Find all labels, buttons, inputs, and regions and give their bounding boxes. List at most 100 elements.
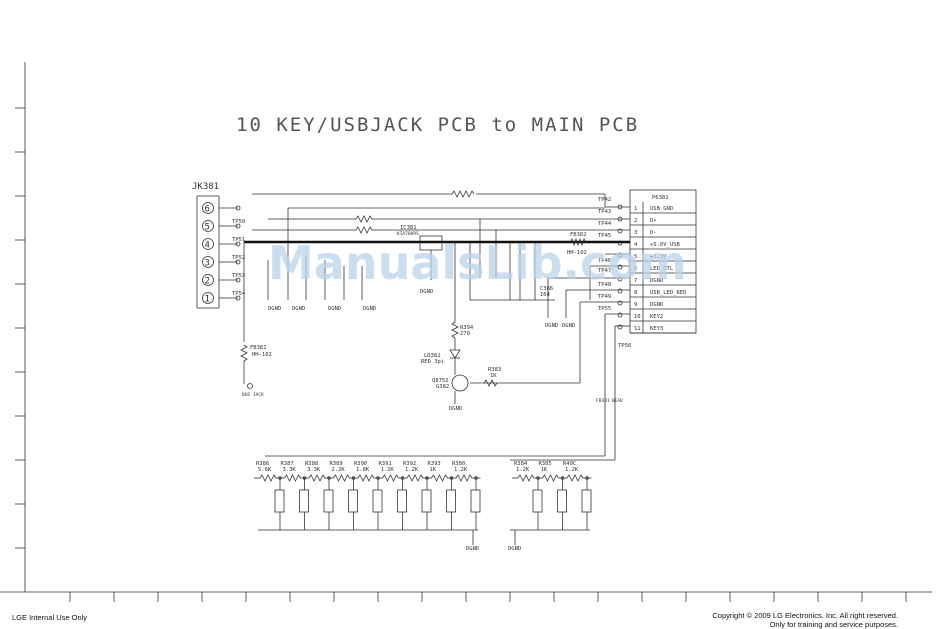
connector-pin-number: 5: [634, 254, 637, 260]
key-resistor-ref: R392: [403, 461, 416, 467]
jack-pin: [202, 238, 214, 250]
key-resistor: [431, 474, 448, 482]
key-resistor-value: 3.3K: [283, 467, 297, 473]
key-chain-left: R3865.6KR3873.3KR3883.3KR3892.2KR3901.8K…: [254, 461, 481, 530]
gnd-label-5: DGND: [420, 289, 433, 295]
connector-testpoint: TP48: [598, 282, 611, 288]
connector-pin-signal: USB_LED_RED: [650, 290, 686, 296]
connector-pin-signal: D+: [650, 218, 657, 224]
connector-pin-number: 2: [634, 218, 637, 224]
connector-testpoint: TP43: [598, 209, 611, 215]
key-switch: [274, 489, 285, 513]
key-switch: [348, 489, 358, 513]
bus-jack-label: BUS JACK: [242, 392, 264, 398]
fbk-value: BEAD: [612, 398, 623, 404]
key-resistor-value: 5.6K: [258, 467, 272, 473]
connector-pin-number: 10: [634, 314, 641, 320]
key-resistor-ref: R380: [452, 461, 465, 467]
led-label: LD382: [424, 353, 441, 359]
jack-pin: [202, 256, 214, 268]
key-resistor: [382, 474, 399, 482]
r383-value: 1K: [490, 373, 497, 379]
key-resistor: [308, 474, 326, 482]
key-resistor: [455, 474, 473, 482]
key-switch: [299, 489, 309, 513]
key-resistor-value: 1.2K: [454, 467, 468, 473]
r394-label: R394: [460, 325, 474, 331]
key-resistor: [406, 474, 424, 482]
key-resistor: [284, 474, 301, 482]
footer-internal-use: LGE Internal Use Only: [12, 613, 88, 622]
key-resistor-ref: R393: [428, 461, 441, 467]
jack-pin-number: 5: [205, 223, 210, 233]
connector-pin-number: 9: [634, 302, 637, 308]
gnd-label-keys-left: DGND: [466, 546, 479, 552]
gnd-label-4: DGND: [363, 306, 376, 312]
key-resistor-ref: R388: [305, 461, 318, 467]
fb381-label: FB381: [250, 345, 267, 351]
key-resistor-ref: R386: [256, 461, 269, 467]
ic381-part: KIA7809S: [397, 231, 419, 237]
key-resistor-ref: R385: [539, 461, 552, 467]
sheet-frame: [0, 62, 932, 602]
key-resistor-ref: R390: [354, 461, 367, 467]
gnd-label-1: DGND: [268, 306, 281, 312]
connector-pin-number: 6: [634, 266, 637, 272]
key-switch: [397, 489, 407, 513]
connector-pin-signal: +5.0V_USB: [650, 242, 680, 248]
connector-label: P6381: [652, 195, 669, 201]
key-resistor: [357, 474, 375, 482]
jack-pin-number: 6: [205, 205, 210, 215]
connector-pin-number: 8: [634, 290, 637, 296]
connector-pin-signal: DGND: [650, 278, 663, 284]
jack-pin: [202, 274, 214, 286]
connector-pin-number: 11: [634, 326, 641, 332]
jack-pin-number: 4: [205, 241, 210, 251]
key-switch: [557, 489, 567, 513]
connector-testpoint: TP45: [598, 233, 611, 239]
gnd-label-6: DGND: [545, 323, 558, 329]
footer-copyright-line1: Copyright © 2009 LG Electronics. Inc. Al…: [712, 611, 898, 620]
connector-pin-signal: KEY3: [650, 326, 663, 332]
connector-pin-number: 1: [634, 206, 637, 212]
connector-testpoint: TP56: [618, 343, 631, 349]
watermark: ManualsLib.com: [268, 236, 687, 290]
key-resistor-value: 3.3K: [307, 467, 321, 473]
r383-label: R383: [488, 367, 501, 373]
footer-copyright-line2: Only for training and service purposes.: [769, 620, 898, 629]
q-value: G382: [436, 384, 449, 390]
gnd-label-q: DGND: [449, 406, 462, 412]
key-resistor-value: 1K: [541, 467, 548, 473]
key-switch: [581, 489, 592, 513]
connector-pin-number: 3: [634, 230, 637, 236]
fb381-value: HH-102: [252, 352, 272, 358]
key-switch: [372, 489, 383, 513]
key-resistor: [333, 474, 350, 482]
connector-testpoint: TP47: [598, 268, 611, 274]
jack-pin-number: 2: [205, 277, 210, 287]
jack-pin-number: 3: [205, 259, 210, 269]
jack-testpoint: TP53: [232, 273, 245, 279]
c386-label: C386: [540, 286, 553, 292]
key-resistor-value: 1.2K: [381, 467, 395, 473]
key-resistor: [517, 474, 535, 482]
connector-pin-signal: LED_CTL: [650, 266, 674, 272]
key-resistor-ref: R387: [281, 461, 294, 467]
gnd-label-3: DGND: [328, 306, 341, 312]
jack-testpoint: TP51: [232, 237, 245, 243]
connector-pin-signal: D-: [650, 230, 657, 236]
c386-value: 104: [540, 292, 551, 298]
key-resistor-value: 2.2K: [332, 467, 346, 473]
connector-pin-signal: KEY2: [650, 314, 663, 320]
gnd-label-7: DGND: [562, 323, 575, 329]
ic381-label: IC381: [400, 225, 417, 231]
fb382-label: FB382: [570, 232, 587, 238]
q-label: Q8752: [432, 378, 449, 384]
connector-pin-number: 4: [634, 242, 638, 248]
fb382-value: HH-102: [567, 250, 587, 256]
key-resistor-ref: R40C: [563, 461, 576, 467]
connector-pin-signal: DGND: [650, 302, 663, 308]
key-resistor: [259, 474, 277, 482]
key-switch: [470, 489, 481, 513]
